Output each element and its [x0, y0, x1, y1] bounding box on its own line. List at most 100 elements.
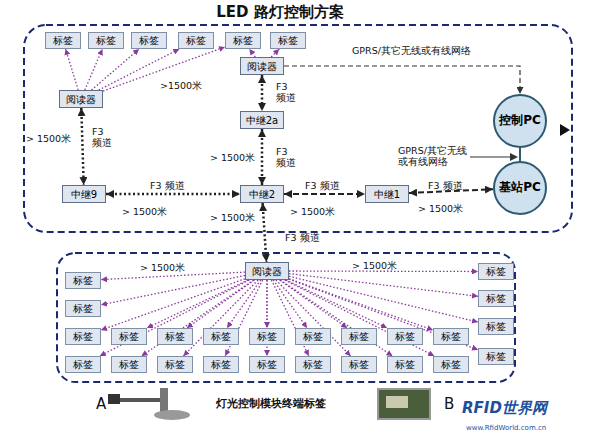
circle-shape	[494, 95, 546, 147]
lamp-head	[108, 394, 120, 404]
connector	[289, 270, 478, 272]
tag-box: 标签	[478, 263, 514, 280]
connector	[85, 49, 103, 90]
node-text: 标签	[486, 321, 506, 332]
connector	[519, 148, 521, 161]
region-outline	[57, 253, 515, 382]
text-label: > 1500米	[352, 261, 397, 272]
tag-box: 标签	[295, 356, 331, 373]
tag-box: 标签	[249, 356, 285, 373]
circle-node: 控制PC	[493, 94, 547, 148]
tag-box: 标签	[225, 32, 261, 49]
node-text: 标签	[441, 331, 461, 342]
connector	[142, 280, 254, 356]
node-text: 标签	[139, 35, 159, 46]
node-text: 中继1	[374, 189, 400, 200]
edge-label: F3 频道	[150, 181, 185, 192]
node-text: 标签	[486, 351, 506, 362]
node-text: 阅读器	[252, 266, 282, 277]
device-photo	[378, 389, 430, 419]
device-box: 阅读器	[240, 57, 284, 75]
connector	[99, 49, 180, 90]
node-text: 标签	[349, 359, 369, 370]
tag-box: 标签	[178, 32, 214, 49]
connector	[81, 108, 83, 185]
node-text: 标签	[233, 35, 253, 46]
pointer-line	[470, 156, 511, 157]
tag-box: 标签	[45, 32, 81, 49]
device-box: 中继1	[365, 185, 409, 203]
text-label: > 1500米	[26, 134, 71, 145]
connector	[263, 203, 267, 262]
edge-label: F3 频道	[428, 181, 463, 192]
text-label: > 1500米	[122, 207, 167, 218]
node-text: 标签	[96, 35, 116, 46]
connector	[289, 274, 478, 297]
node-text: 标签	[303, 331, 323, 342]
node-text: 标签	[211, 359, 231, 370]
connector	[286, 280, 387, 328]
connector	[280, 280, 392, 356]
node-text: 阅读器	[66, 94, 96, 105]
connector	[106, 193, 240, 196]
connector	[284, 66, 520, 94]
tag-box: 标签	[295, 328, 331, 345]
connector	[101, 276, 245, 305]
diagram-title: LED 路灯控制方案	[150, 3, 410, 22]
connector	[289, 279, 433, 330]
node-text: 标签	[165, 331, 185, 342]
text-label: B	[444, 396, 454, 413]
text-label: A	[96, 396, 106, 413]
tag-box: 标签	[341, 356, 377, 373]
tag-box: 标签	[433, 356, 469, 373]
device-chip	[386, 396, 408, 408]
connector	[66, 49, 79, 90]
tag-box: 标签	[203, 356, 239, 373]
node-text: 标签	[395, 331, 415, 342]
node-text: 标签	[441, 359, 461, 370]
lamp-base	[154, 410, 190, 420]
edge-label: F3 频道	[276, 82, 300, 104]
edge-label: F3 频道	[285, 233, 320, 244]
pointer-head	[510, 153, 518, 161]
device-board	[378, 389, 430, 419]
edge-label: F3 频道	[92, 127, 116, 149]
node-text: 标签	[303, 359, 323, 370]
connector	[284, 193, 365, 195]
node-text: 标签	[186, 35, 206, 46]
node-text: 标签	[73, 275, 93, 286]
connector	[225, 280, 262, 356]
node-text: 标签	[73, 359, 93, 370]
connector	[92, 49, 140, 90]
connector	[289, 276, 478, 322]
connector	[276, 280, 351, 356]
node-text: 标签	[486, 266, 506, 277]
lamp-pole	[160, 388, 168, 412]
connector	[273, 280, 307, 328]
tag-box: 标签	[387, 356, 423, 373]
tag-box: 标签	[341, 328, 377, 345]
text-label: >1500米	[160, 81, 202, 92]
node-text: 标签	[53, 35, 73, 46]
connector	[285, 280, 435, 356]
device-box: 中继2	[240, 185, 284, 203]
connector	[103, 47, 225, 91]
node-text: 标签	[165, 359, 185, 370]
edge-label: F3 频道	[305, 181, 340, 192]
connector	[261, 129, 264, 185]
tag-box: 标签	[249, 328, 285, 345]
tag-box: 标签	[478, 290, 514, 307]
node-text: 标签	[211, 331, 231, 342]
node-text: 基站PC	[499, 181, 541, 194]
connector	[183, 280, 258, 356]
text-label: 灯光控制模块终端标签	[216, 398, 326, 411]
node-text: 标签	[73, 331, 93, 342]
text-label: www.RfidWorld.com.cn	[466, 424, 546, 432]
node-text: 标签	[278, 35, 298, 46]
text-label: GPRS/其它无线 或有线网络	[398, 146, 470, 168]
node-text: 标签	[486, 293, 506, 304]
text-label: > 1500米	[418, 204, 463, 215]
node-text: 标签	[257, 359, 277, 370]
